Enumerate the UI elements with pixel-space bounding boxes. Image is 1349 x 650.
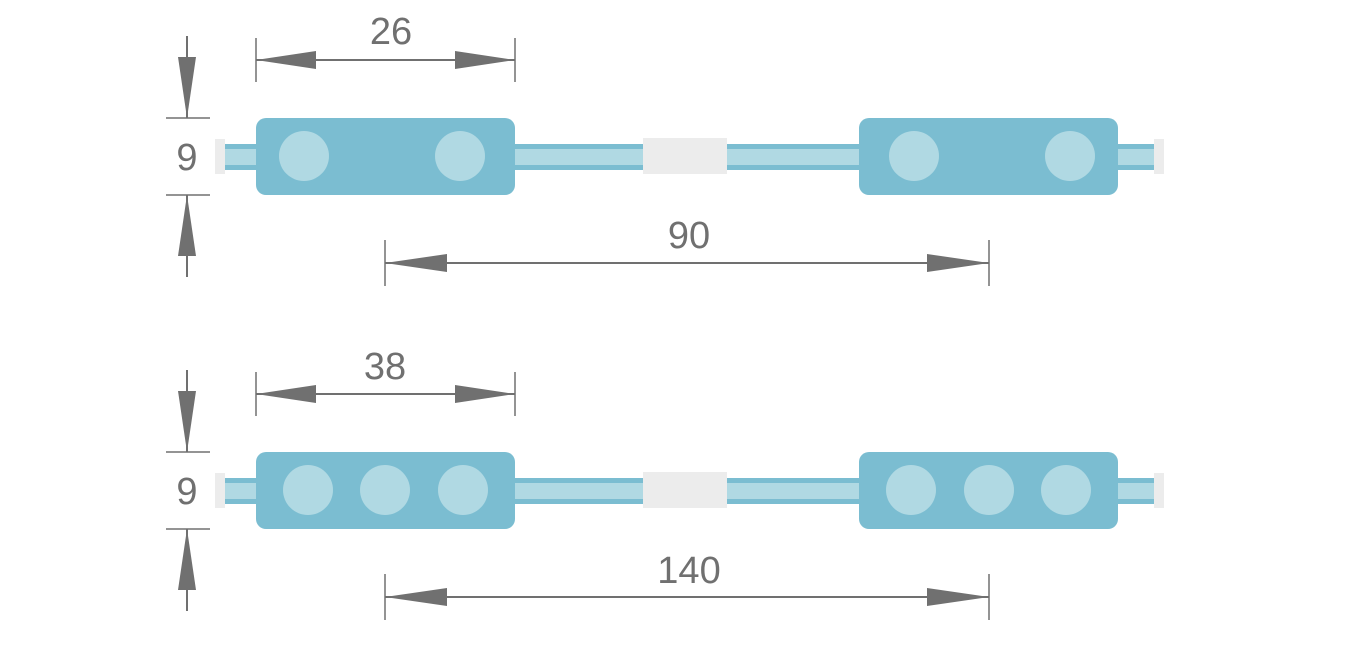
wire-end-cap-left <box>215 473 225 508</box>
led <box>283 465 333 515</box>
led <box>964 465 1014 515</box>
dimension-height: 9 <box>166 36 210 277</box>
wire-end-cap-right <box>1154 473 1164 508</box>
wire-end-cap-left <box>215 139 225 174</box>
led-module-right <box>859 118 1118 195</box>
module-length-label: 26 <box>370 11 412 53</box>
spacing-label: 90 <box>668 215 710 257</box>
led <box>438 465 488 515</box>
led <box>1041 465 1091 515</box>
dimension-module-length: 38 <box>255 346 516 416</box>
strip-three-led: 38 9 140 <box>166 346 1164 620</box>
height-label: 9 <box>176 471 197 513</box>
wire-connector <box>643 138 727 174</box>
dimension-height: 9 <box>166 370 210 611</box>
dimension-spacing: 140 <box>384 550 990 620</box>
module-length-label: 38 <box>364 346 406 388</box>
wire-end-cap-right <box>1154 139 1164 174</box>
led <box>435 131 485 181</box>
led <box>889 131 939 181</box>
led-module-left <box>256 452 515 529</box>
dimension-module-length: 26 <box>255 11 516 82</box>
dimension-spacing: 90 <box>384 215 990 286</box>
led-module-left <box>256 118 515 195</box>
strip-two-led: 26 9 90 <box>166 11 1164 286</box>
led <box>279 131 329 181</box>
led-module-right <box>859 452 1118 529</box>
wire-connector <box>643 472 727 508</box>
height-label: 9 <box>176 137 197 179</box>
led <box>1045 131 1095 181</box>
spacing-label: 140 <box>657 550 720 592</box>
led <box>886 465 936 515</box>
led <box>360 465 410 515</box>
